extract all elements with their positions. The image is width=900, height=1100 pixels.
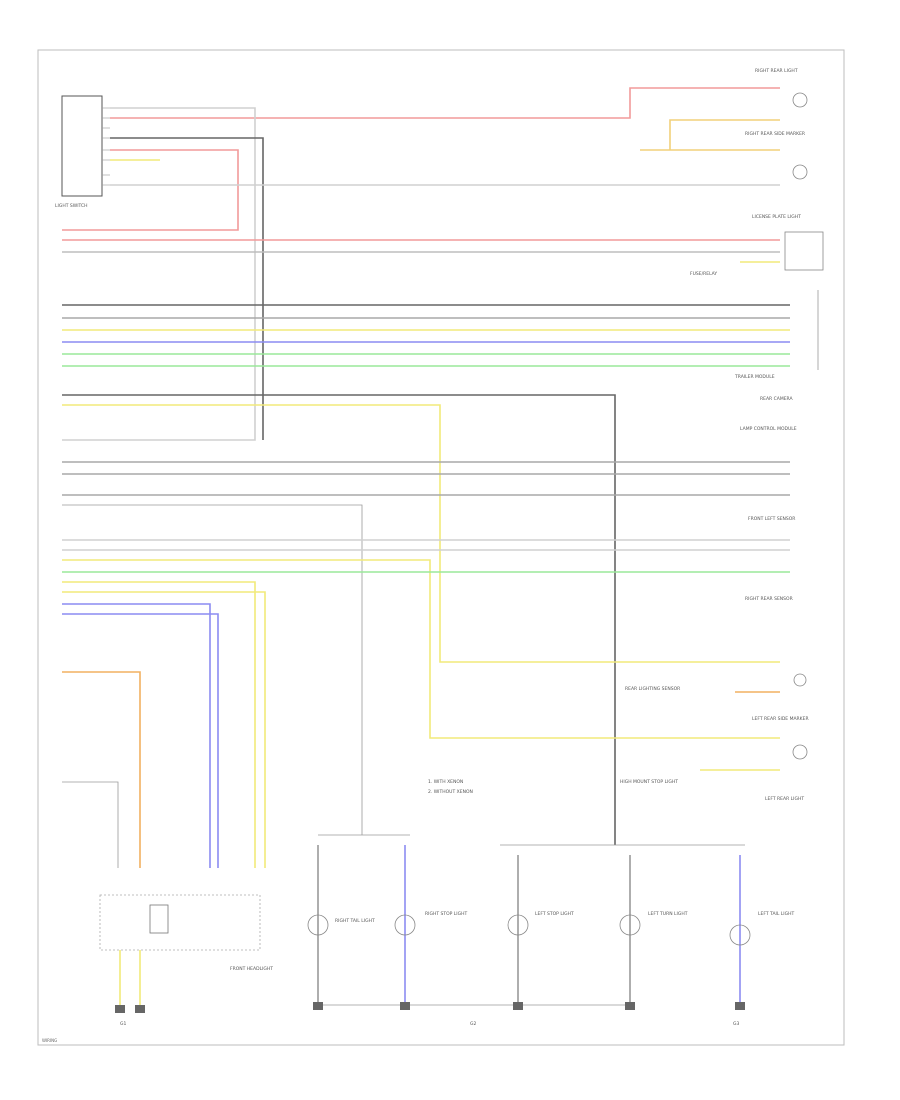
front-headlight-box [99, 894, 261, 951]
diagram-frame [37, 49, 845, 1046]
right-stop-bulb [394, 914, 416, 936]
page-tag: WIRING [42, 1038, 57, 1043]
right-rear-sensor-label: RIGHT REAR SENSOR [745, 596, 793, 602]
left-stop-bulb [507, 914, 529, 936]
right-rear-marker-label: RIGHT REAR SIDE MARKER [745, 131, 805, 137]
wire-red-loop [62, 149, 239, 231]
right-stop-label: RIGHT STOP LIGHT [425, 911, 468, 917]
front-left-sensor-label: FRONT LEFT SENSOR [748, 516, 795, 522]
wire-gray-top [62, 107, 256, 441]
right-tail-label: RIGHT TAIL LIGHT [335, 918, 375, 924]
ground-g1-label: G1 [120, 1021, 126, 1027]
light-switch-pins [102, 107, 110, 186]
right-rear-light-bulb [792, 92, 808, 108]
right-rear-marker-bulb [792, 164, 808, 180]
right-tail-bulb [307, 914, 329, 936]
ground-terminals [115, 1002, 745, 1013]
license-light-box [784, 231, 824, 271]
left-turn-bulb [619, 914, 641, 936]
left-rear-marker-label: LEFT REAR SIDE MARKER [752, 716, 809, 722]
legend-without-xenon: 2. WITHOUT XENON [428, 789, 473, 795]
bulb-drops [119, 845, 741, 1010]
rear-camera-label: REAR CAMERA [760, 396, 793, 402]
ground-g2-label: G2 [470, 1021, 476, 1027]
wire-yellow-rear [640, 119, 780, 151]
rear-lighting-sensor-label: REAR LIGHTING SENSOR [625, 686, 680, 692]
wire-blue-headlight [62, 781, 119, 868]
left-stop-label: LEFT STOP LIGHT [535, 911, 574, 917]
trailer-module-label: TRAILER MODULE [734, 374, 775, 380]
lamp-control-module-label: LAMP CONTROL MODULE [740, 426, 797, 432]
fuse-relay-label: FUSE/RELAY [690, 271, 717, 277]
left-tail-bulb [729, 924, 751, 946]
light-switch-box [61, 95, 103, 197]
high-mount-stop-label: HIGH MOUNT STOP LIGHT [620, 779, 678, 785]
light-switch-label: LIGHT SWITCH [55, 203, 88, 209]
headlight-module [149, 904, 169, 934]
ground-g3-label: G3 [733, 1021, 739, 1027]
license-light-label: LICENSE PLATE LIGHT [752, 214, 801, 220]
wire-dark-loop [110, 137, 264, 440]
legend-with-xenon: 1. WITH XENON [428, 779, 463, 785]
front-headlight-label: FRONT HEADLIGHT [230, 966, 273, 972]
right-rear-light-label: RIGHT REAR LIGHT [755, 68, 798, 74]
left-tail-label: LEFT TAIL LIGHT [758, 911, 794, 917]
left-rear-marker-bulb [792, 744, 808, 760]
rear-lighting-sensor-bulb [793, 673, 807, 687]
left-rear-light-label: LEFT REAR LIGHT [765, 796, 804, 802]
left-turn-label: LEFT TURN LIGHT [648, 911, 688, 917]
wire-thin-headlight [62, 504, 363, 835]
wire-orange-headlight [62, 671, 141, 868]
wire-red-top [110, 87, 780, 119]
trailer-bus [62, 304, 790, 367]
wire-dark-camera [62, 394, 616, 845]
wire-yellow-camera [62, 404, 780, 663]
lower-bundle [62, 539, 790, 868]
